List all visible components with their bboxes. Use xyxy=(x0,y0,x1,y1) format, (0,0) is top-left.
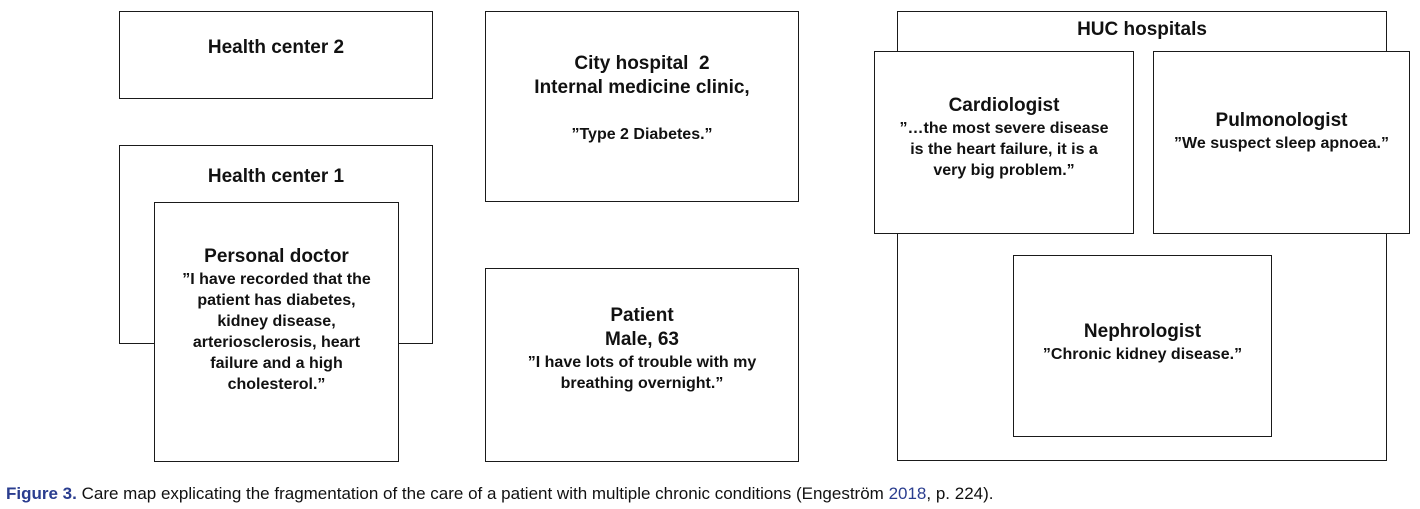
cardiologist-box: Cardiologist ”…the most severe disease i… xyxy=(874,51,1134,234)
city-hospital-2-title: City hospital 2 xyxy=(574,53,710,74)
patient-quote-line: breathing overnight.” xyxy=(560,375,724,392)
patient-demographics: Male, 63 xyxy=(605,329,679,350)
figure-label: Figure 3. xyxy=(6,484,77,503)
caption-page-ref: , p. 224). xyxy=(926,484,994,503)
cardiologist-quote-line: is the heart failure, it is a xyxy=(910,141,1098,158)
cardiologist-title: Cardiologist xyxy=(948,95,1060,116)
city-hospital-2-box: City hospital 2 Internal medicine clinic… xyxy=(485,11,799,202)
personal-doctor-title: Personal doctor xyxy=(204,246,349,267)
personal-doctor-quote-line: cholesterol.” xyxy=(227,376,326,393)
personal-doctor-quote-line: arteriosclerosis, heart xyxy=(192,334,361,351)
cardiologist-quote-line: ”…the most severe disease xyxy=(899,120,1109,137)
personal-doctor-quote-line: patient has diabetes, xyxy=(197,292,356,309)
personal-doctor-quote-line: failure and a high xyxy=(210,355,343,372)
pulmonologist-quote: ”We suspect sleep apnoea.” xyxy=(1174,135,1389,152)
patient-title: Patient xyxy=(610,305,674,326)
pulmonologist-box: Pulmonologist ”We suspect sleep apnoea.” xyxy=(1153,51,1410,234)
patient-box: Patient Male, 63 ”I have lots of trouble… xyxy=(485,268,799,462)
cardiologist-quote-line: very big problem.” xyxy=(933,162,1075,179)
city-hospital-2-quote: ”Type 2 Diabetes.” xyxy=(571,126,713,143)
personal-doctor-box: Personal doctor ”I have recorded that th… xyxy=(154,202,399,462)
huc-hospitals-title: HUC hospitals xyxy=(1077,19,1207,40)
nephrologist-box: Nephrologist ”Chronic kidney disease.” xyxy=(1013,255,1272,437)
figure-caption: Figure 3. Care map explicating the fragm… xyxy=(6,484,994,504)
nephrologist-quote: ”Chronic kidney disease.” xyxy=(1042,346,1243,363)
patient-quote-line: ”I have lots of trouble with my xyxy=(527,354,757,371)
pulmonologist-title: Pulmonologist xyxy=(1215,110,1348,131)
citation-year-link[interactable]: 2018 xyxy=(888,484,927,503)
personal-doctor-quote-line: kidney disease, xyxy=(217,313,336,330)
nephrologist-title: Nephrologist xyxy=(1083,321,1202,342)
health-center-2-title: Health center 2 xyxy=(207,37,345,58)
health-center-2-box: Health center 2 xyxy=(119,11,433,99)
health-center-1-title: Health center 1 xyxy=(207,166,345,187)
personal-doctor-quote-line: ”I have recorded that the xyxy=(182,271,371,288)
city-hospital-2-clinic: Internal medicine clinic, xyxy=(534,77,750,98)
caption-text: Care map explicating the fragmentation o… xyxy=(76,484,889,503)
